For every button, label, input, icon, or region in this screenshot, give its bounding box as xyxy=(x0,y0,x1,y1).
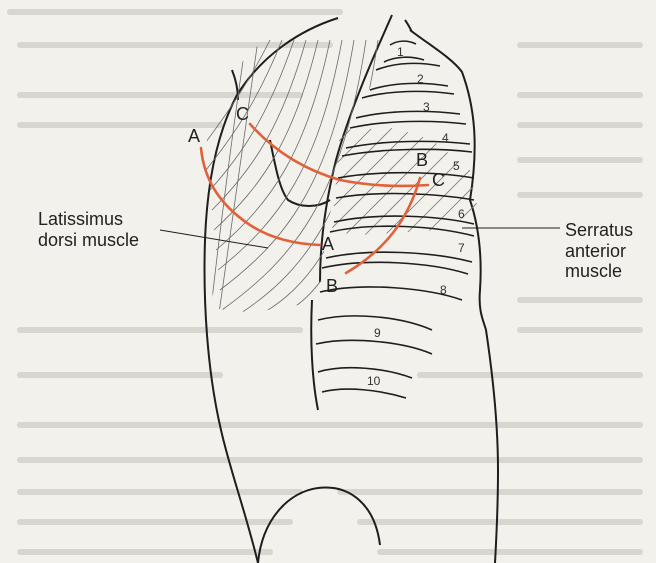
incision-c-bottom-letter: C xyxy=(432,170,445,191)
rib-number-2: 2 xyxy=(417,73,424,87)
incision-c-top-letter: C xyxy=(236,104,249,125)
serratus-label-line-1: Serratus xyxy=(565,220,633,241)
ribs xyxy=(316,41,474,398)
latissimus-leader xyxy=(160,230,268,248)
latissimus-hatching xyxy=(200,40,410,320)
incision-a-top-letter: A xyxy=(188,126,200,147)
rib-number-6: 6 xyxy=(458,208,465,222)
rib-3-lower xyxy=(356,111,460,118)
rib-3 xyxy=(362,91,454,98)
incision-a-bottom-letter: A xyxy=(322,234,334,255)
incision-b-top-letter: B xyxy=(416,150,428,171)
rib-4-lower xyxy=(346,141,470,148)
rib-number-8: 8 xyxy=(440,284,447,298)
latissimus-label-line-1: Latissimus xyxy=(38,209,139,230)
rib-1-lower xyxy=(384,57,424,62)
rib-number-3: 3 xyxy=(423,101,430,115)
rib-2 xyxy=(376,63,440,70)
rib-7 xyxy=(330,226,474,236)
rib-spine-edge xyxy=(311,300,318,410)
rib-number-4: 4 xyxy=(442,132,449,146)
rib-number-5: 5 xyxy=(453,160,460,174)
rib-2-lower xyxy=(370,83,448,90)
rib-7-lower xyxy=(326,252,472,262)
neck-contour xyxy=(405,20,412,32)
shoulder-head xyxy=(258,488,380,563)
rib-10 xyxy=(318,368,412,378)
serratus-label: Serratus anterior muscle xyxy=(565,220,633,282)
serratus-label-line-3: muscle xyxy=(565,261,633,282)
rib-number-1: 1 xyxy=(397,46,404,60)
rib-4 xyxy=(350,121,466,128)
incision-b-bottom-letter: B xyxy=(326,276,338,297)
shoulder-mark xyxy=(232,70,238,100)
rib-10-lower xyxy=(322,389,406,398)
latissimus-label: Latissimus dorsi muscle xyxy=(38,209,139,250)
rib-8 xyxy=(322,262,468,274)
rib-number-10: 10 xyxy=(367,375,380,389)
rib-9-lower xyxy=(316,340,432,354)
latissimus-label-line-2: dorsi muscle xyxy=(38,230,139,251)
rib-number-7: 7 xyxy=(458,242,465,256)
serratus-label-line-2: anterior xyxy=(565,241,633,262)
rib-number-9: 9 xyxy=(374,327,381,341)
